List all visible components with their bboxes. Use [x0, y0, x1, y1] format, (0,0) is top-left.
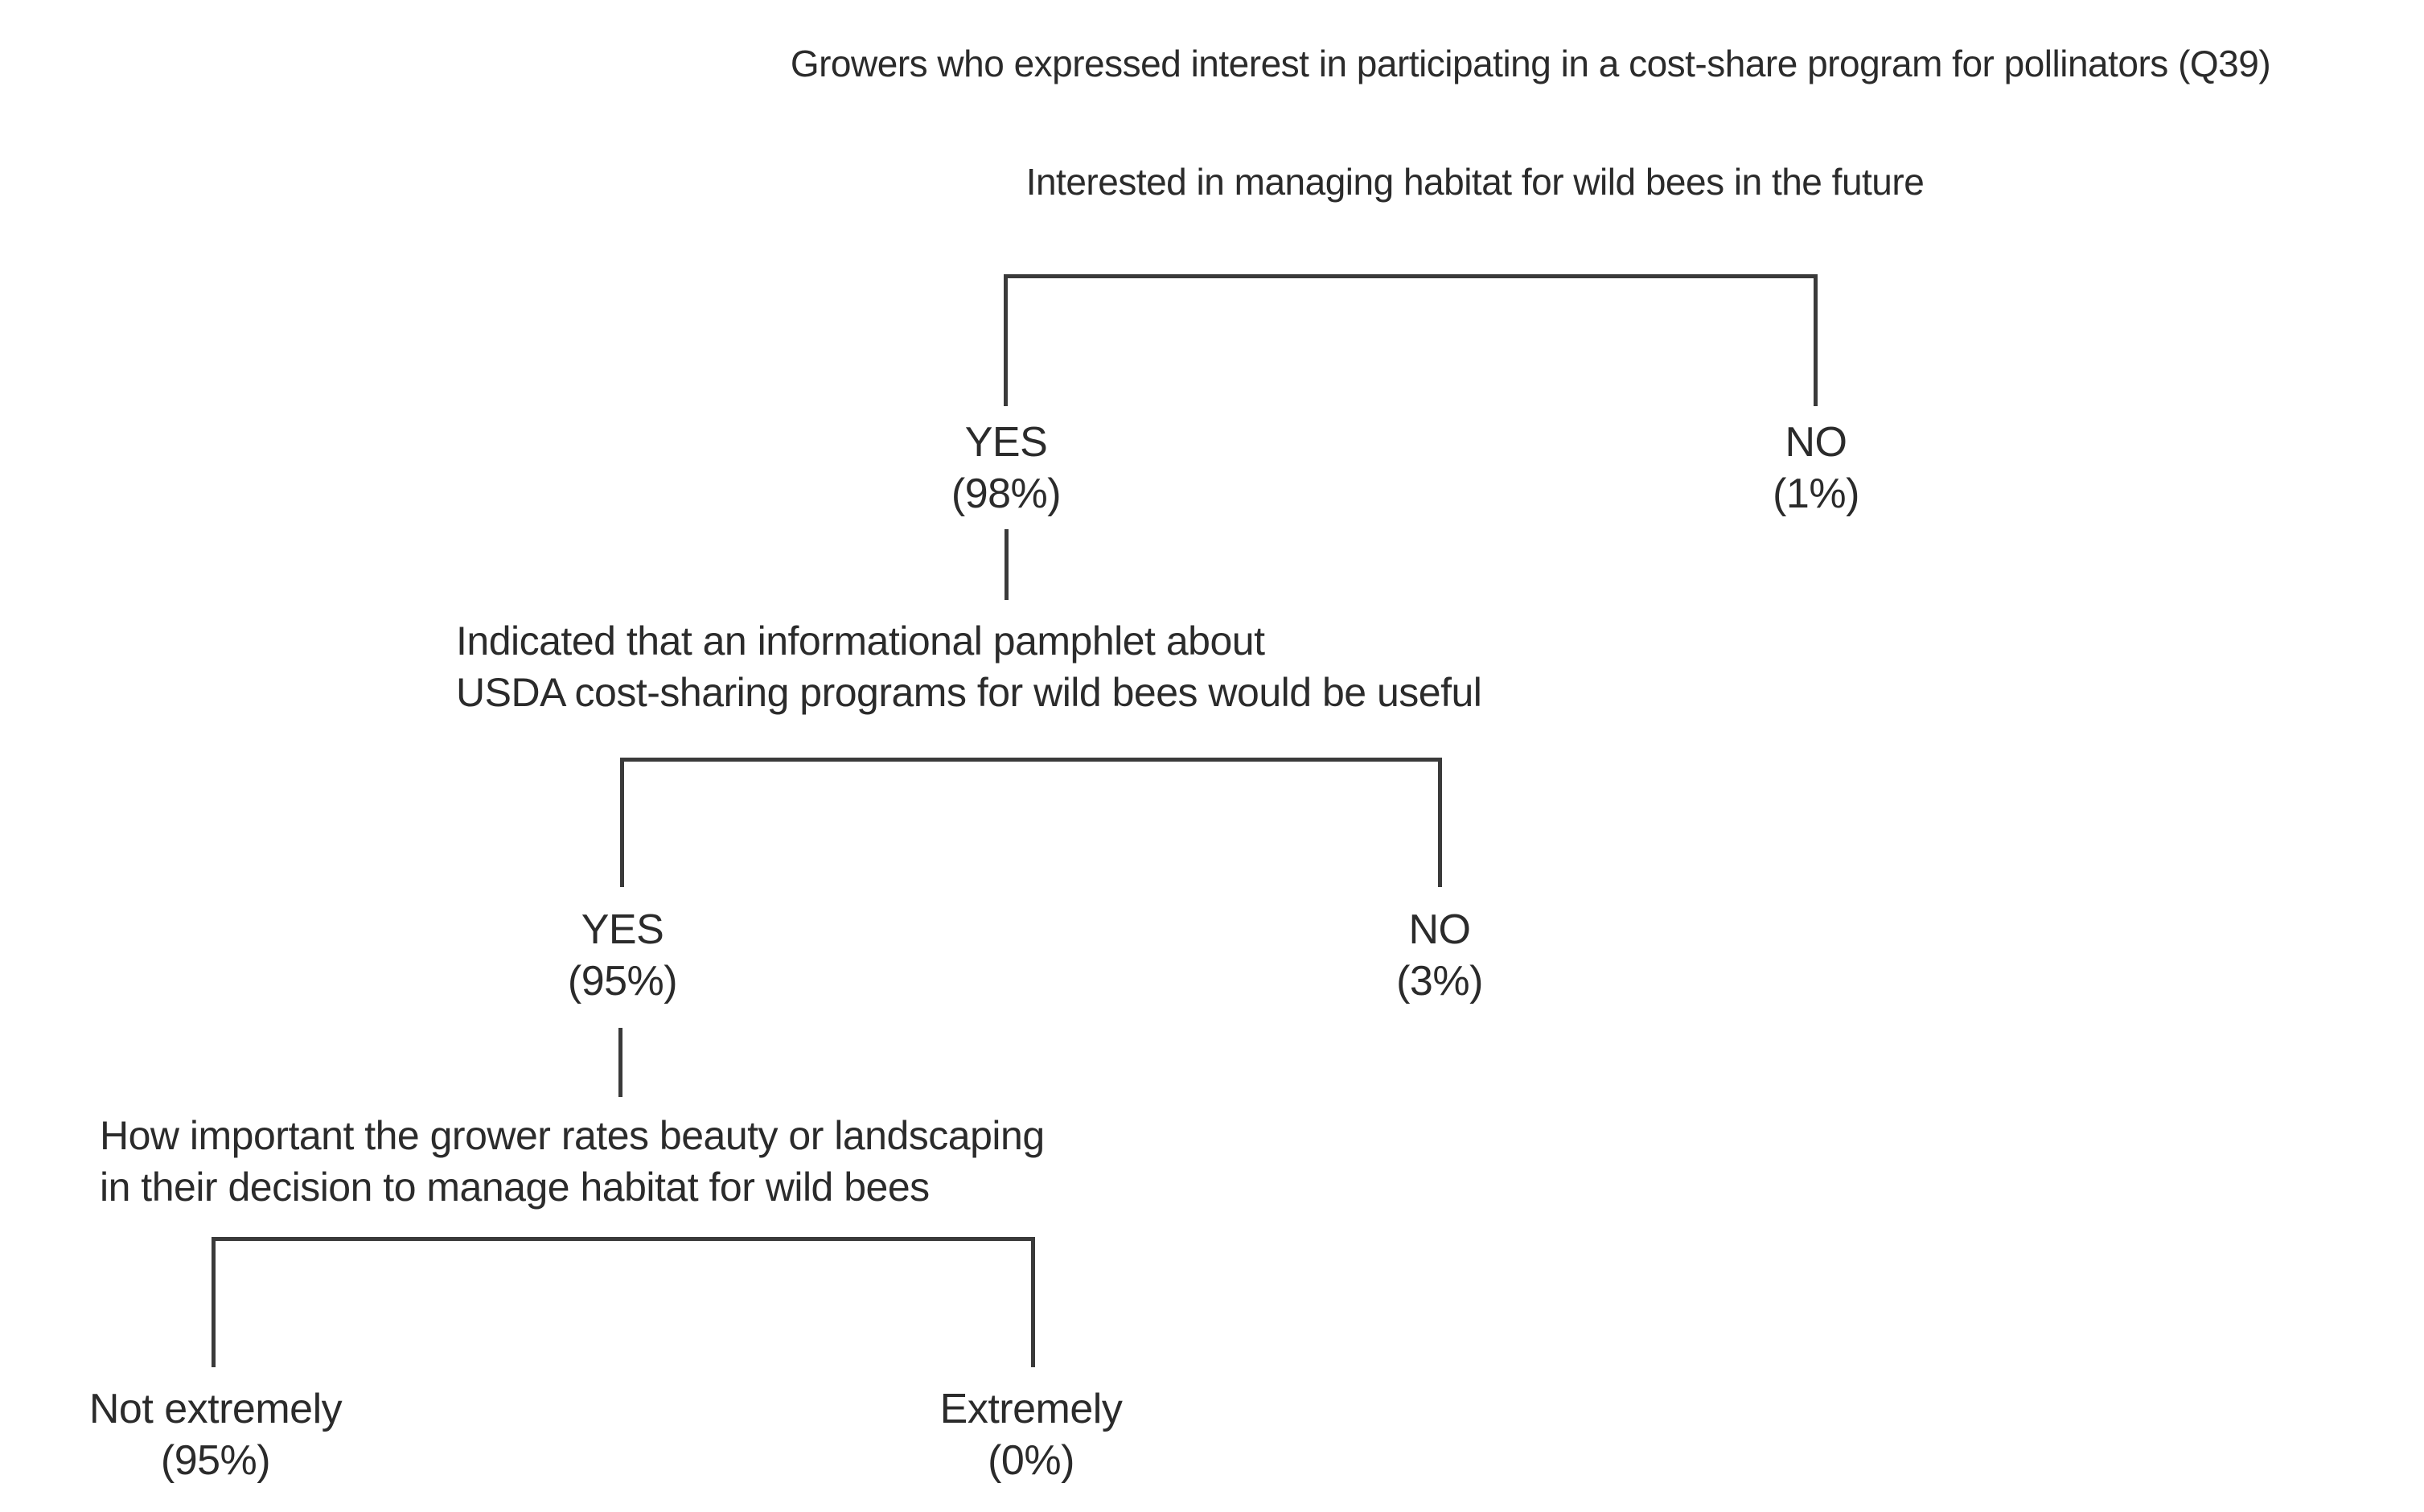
node-level1-no: NO (1%): [1773, 417, 1859, 520]
question-node-3-line1: How important the grower rates beauty or…: [100, 1113, 1045, 1158]
node-level1-no-percent: (1%): [1773, 470, 1859, 517]
node-level3-extremely-percent: (0%): [988, 1437, 1074, 1484]
question-node-3-line2: in their decision to manage habitat for …: [100, 1165, 930, 1210]
question-node-root: Interested in managing habitat for wild …: [1025, 161, 1925, 203]
question-node-3: How important the grower rates beauty or…: [100, 1110, 1045, 1213]
branch-bracket-level3: [212, 1237, 1035, 1367]
question-node-2-line1: Indicated that an informational pamphlet…: [456, 618, 1265, 664]
node-level3-not-extremely-percent: (95%): [160, 1437, 271, 1484]
node-level3-extremely-label: Extremely: [939, 1386, 1123, 1432]
node-level2-yes: YES (95%): [567, 904, 678, 1007]
connector-line-2: [618, 1028, 622, 1097]
node-level1-yes-label: YES: [964, 419, 1048, 466]
node-level2-yes-percent: (95%): [567, 958, 678, 1005]
branch-bracket-level1: [1004, 274, 1818, 406]
node-level1-yes-percent: (98%): [951, 470, 1062, 517]
node-level2-yes-label: YES: [581, 906, 664, 953]
question-node-2-line2: USDA cost-sharing programs for wild bees…: [456, 670, 1482, 715]
node-level3-not-extremely: Not extremely (95%): [88, 1383, 343, 1486]
branch-bracket-level2: [620, 758, 1442, 887]
node-level3-extremely: Extremely (0%): [940, 1383, 1123, 1486]
question-node-2: Indicated that an informational pamphlet…: [456, 615, 1482, 718]
node-level2-no-label: NO: [1408, 906, 1471, 953]
figure-title: Growers who expressed interest in partic…: [790, 43, 2271, 84]
node-level2-no-percent: (3%): [1396, 958, 1483, 1005]
node-level3-not-extremely-label: Not extremely: [88, 1386, 343, 1432]
node-level2-no: NO (3%): [1396, 904, 1483, 1007]
node-level1-yes: YES (98%): [951, 417, 1062, 520]
node-level1-no-label: NO: [1785, 419, 1847, 466]
connector-line-1: [1005, 529, 1009, 600]
